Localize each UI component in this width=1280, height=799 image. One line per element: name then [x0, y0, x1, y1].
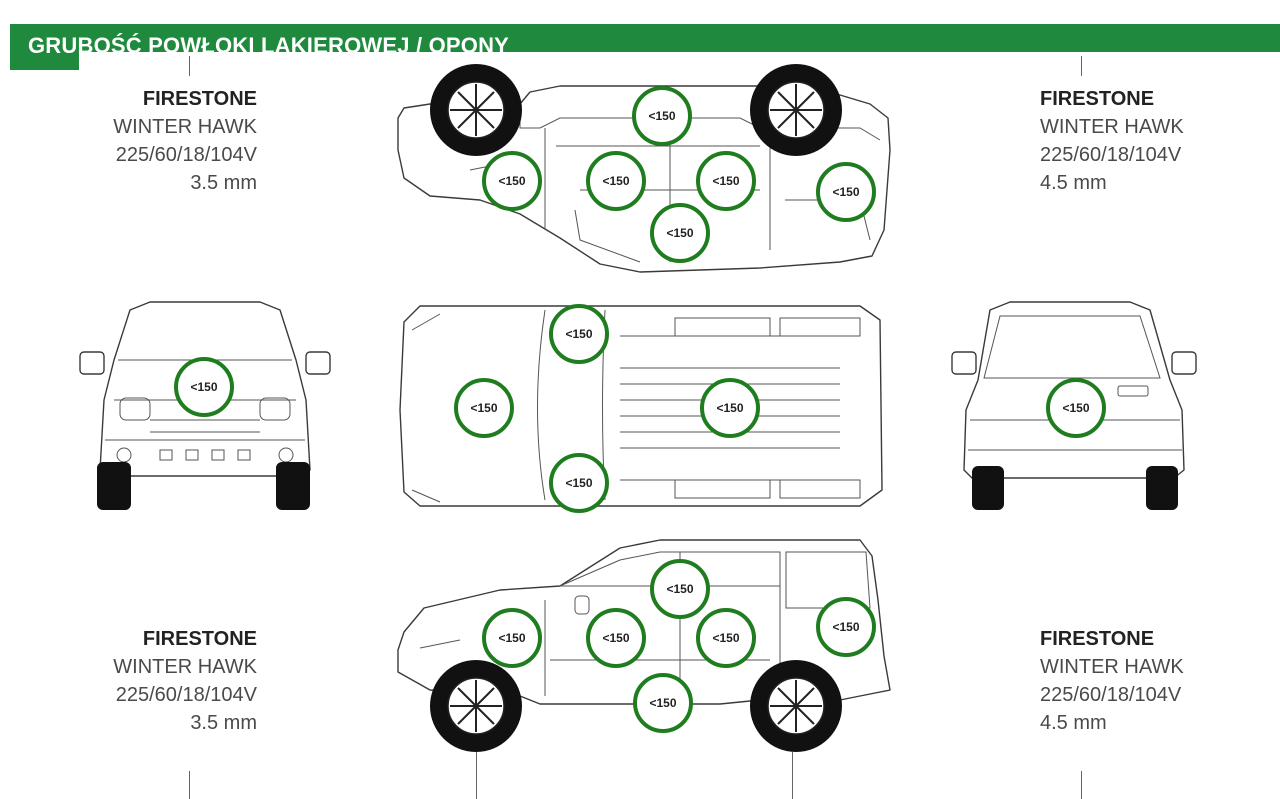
- paint-marker: <150: [174, 357, 234, 417]
- tire-size: 225/60/18/104V: [115, 684, 257, 706]
- paint-marker-label: <150: [602, 631, 629, 645]
- paint-marker-label: <150: [602, 174, 629, 188]
- tire-info-top-left: FIRESTONE WINTER HAWK 225/60/18/104V 3.5…: [67, 85, 257, 197]
- paint-marker: <150: [454, 378, 514, 438]
- tire-model: WINTER HAWK: [113, 116, 257, 138]
- paint-marker-label: <150: [565, 476, 592, 490]
- tire-tread: 3.5 mm: [190, 712, 257, 734]
- paint-marker-label: <150: [712, 174, 739, 188]
- paint-marker: <150: [650, 559, 710, 619]
- car-left-side-view: [397, 64, 891, 273]
- paint-markers: <150 <150 <150 <150 <150 <150 <150 <150 …: [174, 86, 1106, 733]
- tire-brand: FIRESTONE: [1040, 628, 1155, 650]
- tire-brand: FIRESTONE: [142, 628, 257, 650]
- paint-marker-label: <150: [470, 401, 497, 415]
- paint-marker: <150: [816, 597, 876, 657]
- guide-tick: [792, 752, 793, 799]
- guide-tick: [189, 771, 190, 799]
- tire-info-bottom-right: FIRESTONE WINTER HAWK 225/60/18/104V 4.5…: [1040, 625, 1260, 737]
- tire-size: 225/60/18/104V: [115, 144, 257, 166]
- guide-tick: [189, 56, 190, 76]
- tire-info-top-right: FIRESTONE WINTER HAWK 225/60/18/104V 4.5…: [1040, 85, 1260, 197]
- tire-tread: 4.5 mm: [1040, 712, 1107, 734]
- car-front-view: [79, 301, 331, 510]
- tire-model: WINTER HAWK: [1040, 116, 1184, 138]
- tire-brand: FIRESTONE: [142, 88, 257, 110]
- paint-marker-label: <150: [666, 582, 693, 596]
- paint-marker: <150: [816, 162, 876, 222]
- paint-marker-label: <150: [190, 380, 217, 394]
- tire-model: WINTER HAWK: [113, 656, 257, 678]
- car-right-side-view: [397, 539, 891, 752]
- car-rear-view: [951, 301, 1197, 510]
- tire-size: 225/60/18/104V: [1040, 684, 1182, 706]
- tire-brand: FIRESTONE: [1040, 88, 1155, 110]
- paint-marker: <150: [482, 608, 542, 668]
- paint-marker-label: <150: [712, 631, 739, 645]
- paint-marker: <150: [586, 608, 646, 668]
- paint-marker: <150: [696, 608, 756, 668]
- paint-marker-label: <150: [565, 327, 592, 341]
- guide-tick: [1081, 771, 1082, 799]
- paint-marker-label: <150: [498, 174, 525, 188]
- paint-marker: <150: [586, 151, 646, 211]
- paint-marker: <150: [633, 673, 693, 733]
- tire-size: 225/60/18/104V: [1040, 144, 1182, 166]
- paint-marker-label: <150: [832, 185, 859, 199]
- guide-tick: [1081, 56, 1082, 76]
- paint-marker: <150: [549, 453, 609, 513]
- tire-info-bottom-left: FIRESTONE WINTER HAWK 225/60/18/104V 3.5…: [67, 625, 257, 737]
- paint-marker-label: <150: [666, 226, 693, 240]
- paint-marker: <150: [632, 86, 692, 146]
- paint-marker: <150: [696, 151, 756, 211]
- tire-tread: 4.5 mm: [1040, 172, 1107, 194]
- paint-marker-label: <150: [498, 631, 525, 645]
- paint-marker: <150: [650, 203, 710, 263]
- paint-marker-label: <150: [648, 109, 675, 123]
- tire-tread: 3.5 mm: [190, 172, 257, 194]
- guide-tick: [476, 752, 477, 799]
- paint-marker: <150: [549, 304, 609, 364]
- tire-model: WINTER HAWK: [1040, 656, 1184, 678]
- paint-marker: <150: [482, 151, 542, 211]
- paint-marker: <150: [700, 378, 760, 438]
- paint-marker-label: <150: [1062, 401, 1089, 415]
- paint-marker-label: <150: [832, 620, 859, 634]
- paint-marker-label: <150: [649, 696, 676, 710]
- paint-marker: <150: [1046, 378, 1106, 438]
- paint-marker-label: <150: [716, 401, 743, 415]
